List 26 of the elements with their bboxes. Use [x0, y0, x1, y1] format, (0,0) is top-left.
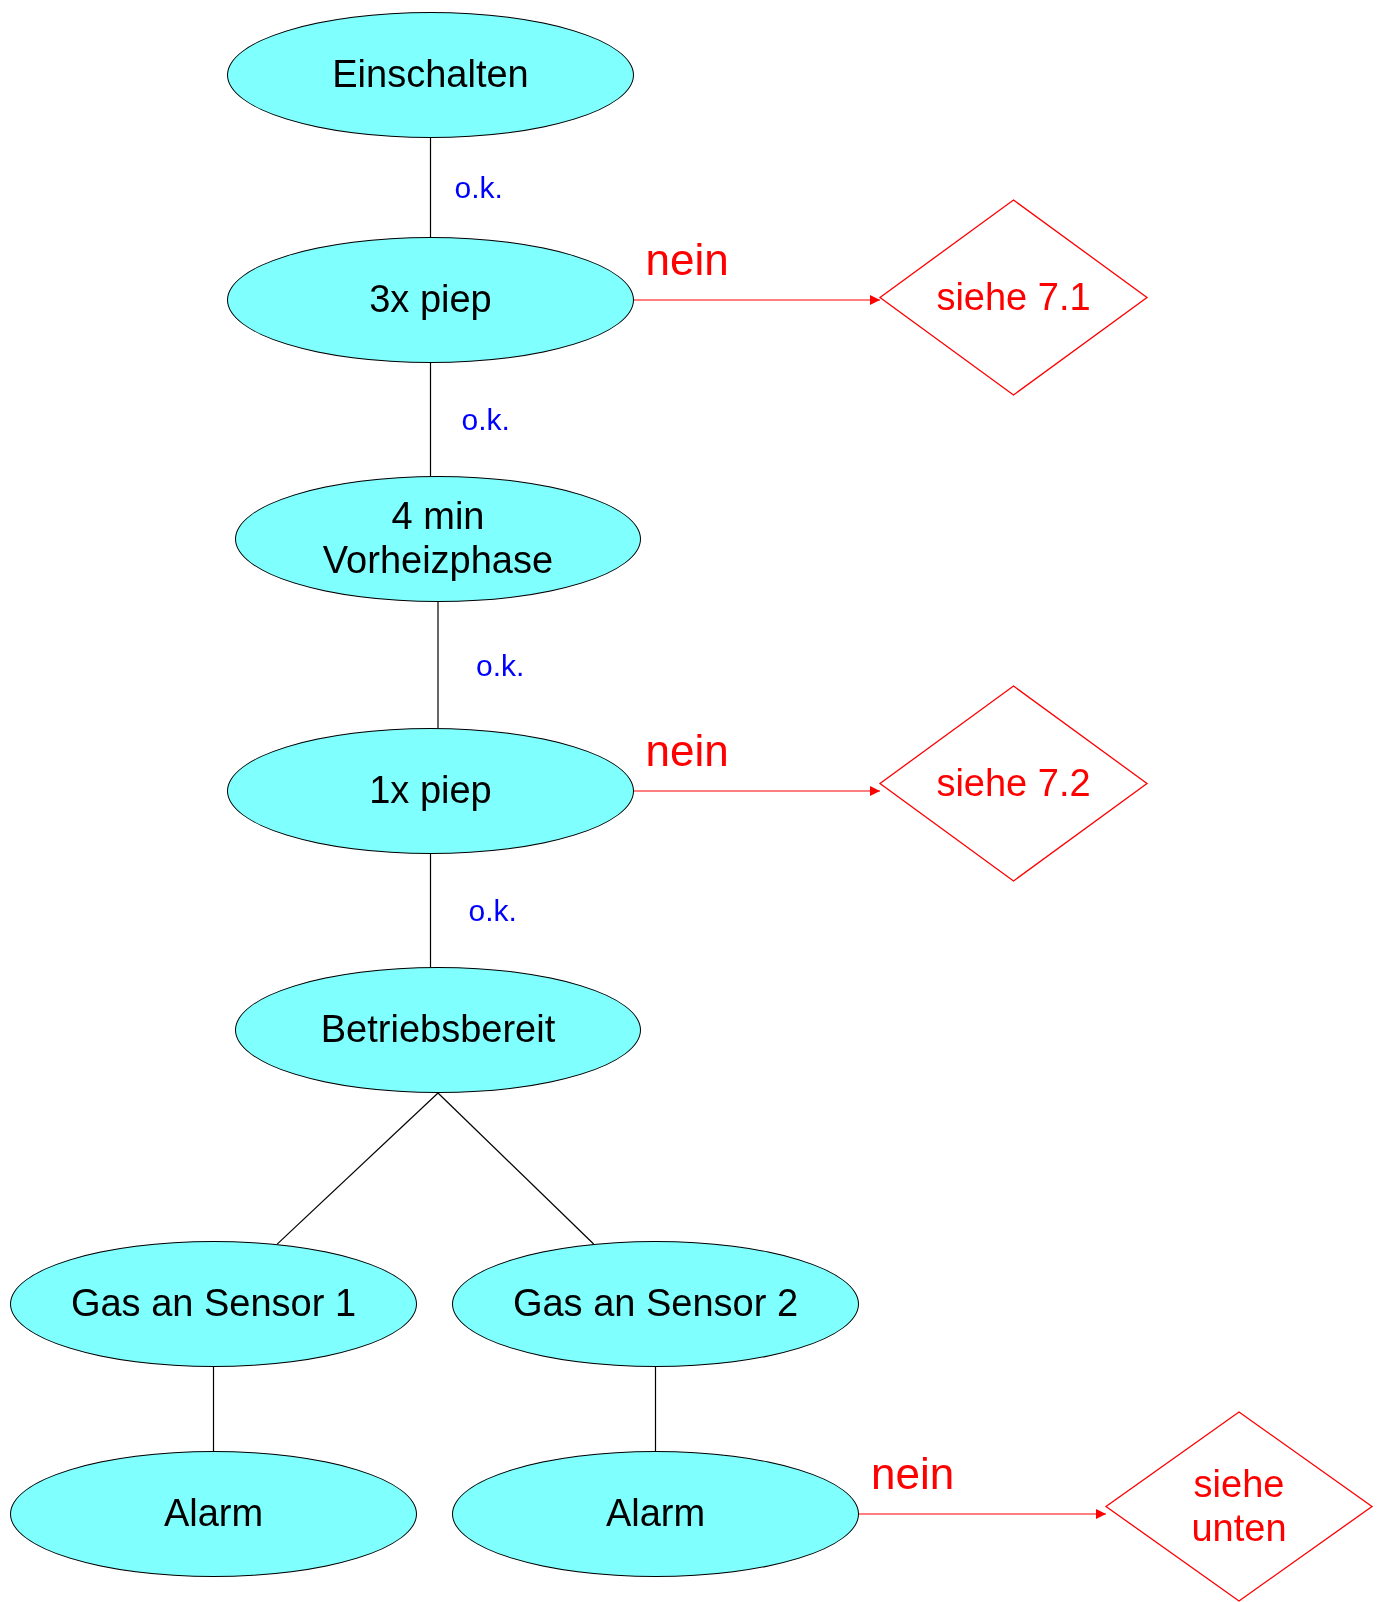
connector-line [429, 362, 432, 477]
connector-line [429, 137, 432, 238]
connector-line [429, 853, 432, 968]
arrow [633, 786, 881, 796]
node-label: Alarm [163, 1492, 264, 1536]
connector-line [212, 1366, 215, 1452]
node-label: siehe unten [1190, 1462, 1288, 1551]
decision-diamond [880, 200, 1147, 395]
decision-diamond [880, 686, 1147, 881]
node-label: Einschalten [332, 53, 529, 97]
node-label: Alarm [605, 1492, 706, 1536]
connector-line [276, 1092, 439, 1245]
node-label: Gas an Sensor 1 [70, 1282, 357, 1326]
node-label: Betriebsbereit [320, 1008, 556, 1052]
connector-line [437, 1092, 595, 1245]
node-label: 1x piep [369, 769, 492, 813]
connector-line [654, 1366, 657, 1452]
node-label: 3x piep [369, 278, 492, 322]
node-label: siehe 7.1 [936, 275, 1091, 320]
node-label: 4 min Vorheizphase [321, 495, 555, 583]
decision-diamond [1106, 1412, 1372, 1601]
node-label: Gas an Sensor 2 [512, 1282, 799, 1326]
connector-line [437, 601, 439, 729]
arrow [858, 1509, 1107, 1519]
node-label: siehe 7.2 [936, 761, 1091, 806]
arrow [633, 295, 881, 305]
